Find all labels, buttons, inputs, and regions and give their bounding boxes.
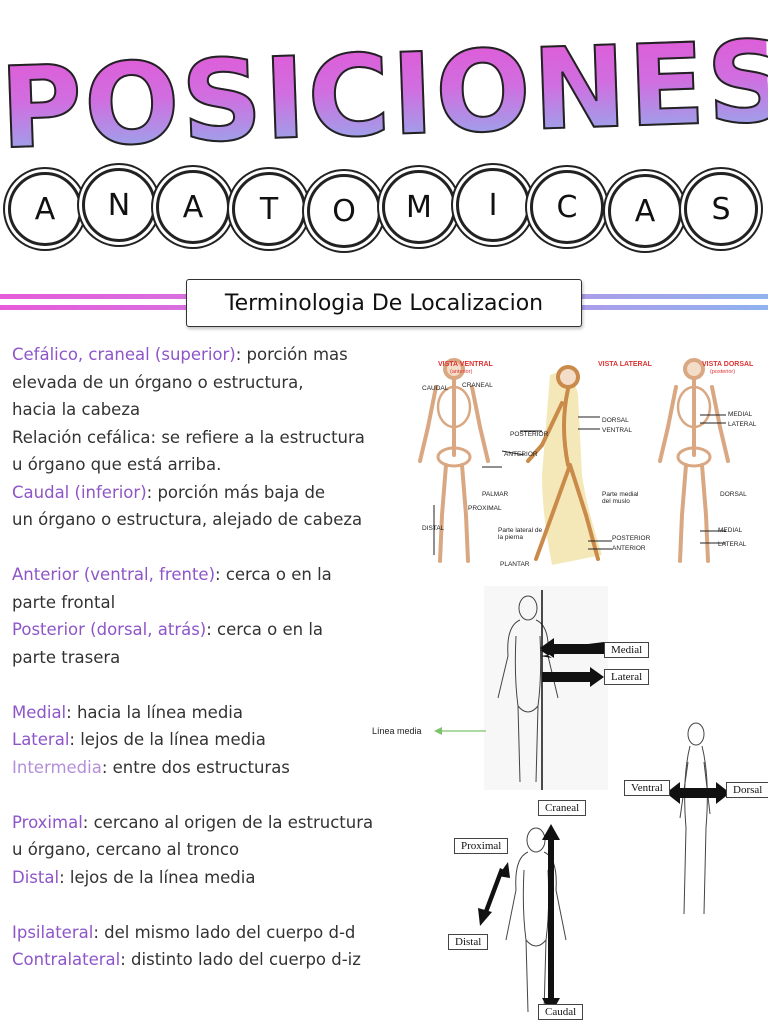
main-title: POSICIONES	[0, 16, 768, 175]
label-anterior-foot: ANTERIOR	[612, 545, 646, 552]
letter-circle: A	[156, 170, 230, 244]
term-contralateral: Contralateral	[12, 950, 121, 969]
term-ipsilateral: Ipsilateral	[12, 922, 94, 942]
letter-circle: S	[684, 172, 758, 246]
linea-media-arrow	[434, 727, 486, 735]
definition-medial: Medial: hacia la línea media	[12, 699, 412, 727]
desc: : lejos de la línea media	[69, 730, 266, 749]
ventral-dorsal-figure: Ventral Dorsal	[622, 718, 768, 918]
letter-circle: C	[530, 170, 604, 244]
label-proximal: PROXIMAL	[468, 505, 502, 512]
distal-box: Distal	[448, 934, 489, 950]
label-ventral: VENTRAL	[602, 427, 632, 434]
desc-line: u órgano que está arriba.	[12, 455, 222, 474]
term-lateral: Lateral	[12, 730, 70, 749]
label-lateral: LATERAL	[728, 421, 757, 428]
letter-circle: T	[232, 172, 306, 246]
label-parte-lateral: Parte lateral de la pierna	[498, 527, 543, 541]
desc: : entre dos estructuras	[101, 757, 290, 777]
label-plantar: PLANTAR	[500, 561, 530, 568]
vista-ventral-label: VISTA VENTRAL	[438, 361, 493, 368]
label-medial: MEDIAL	[728, 411, 753, 418]
medial-lateral-figure	[484, 586, 608, 790]
definition-distal: Distal: lejos de la línea media	[12, 864, 412, 892]
letter-circle: O	[307, 174, 381, 248]
caudal-box: Caudal	[538, 1004, 584, 1020]
label-lateral-foot: LATERAL	[718, 541, 747, 548]
letter-circle: N	[82, 168, 156, 242]
definition-lateral: Lateral: lejos de la línea media	[12, 726, 412, 754]
definition-anterior: Anterior (ventral, frente): cerca o en l…	[12, 561, 412, 589]
desc: : hacia la línea media	[66, 702, 243, 722]
term-proximal: Proximal	[12, 812, 83, 832]
desc-line: parte trasera	[12, 647, 121, 667]
skeleton-views-figure: VISTA VENTRAL (anterior) VISTA LATERAL V…	[402, 355, 768, 577]
label-dorsal: DORSAL	[602, 417, 629, 424]
desc: : del mismo lado del cuerpo d-d	[93, 922, 356, 942]
desc-line: elevada de un órgano o estructura,	[12, 372, 304, 392]
label-posterior-foot: POSTERIOR	[612, 535, 651, 542]
desc-line: parte frontal	[12, 592, 116, 612]
label-posterior: POSTERIOR	[510, 431, 549, 438]
desc-line: u órgano, cercano al tronco	[12, 840, 240, 859]
dorsal-box: Dorsal	[726, 782, 768, 798]
label-palmar: PALMAR	[482, 491, 509, 498]
label-craneal: CRANEAL	[462, 382, 493, 389]
letter-circle: M	[382, 170, 456, 244]
term-medial: Medial	[12, 702, 67, 722]
letter-circle: A	[608, 174, 682, 248]
definition-caudal: Caudal (inferior): porción más baja de	[12, 479, 412, 507]
term-posterior: Posterior (dorsal, atrás)	[12, 620, 207, 639]
desc-line: Relación cefálica: se refiere a la estru…	[12, 427, 365, 447]
medial-box: Medial	[604, 642, 650, 658]
vista-dorsal-label: VISTA DORSAL	[702, 361, 754, 368]
term-anterior: Anterior (ventral, frente)	[12, 565, 216, 584]
label-medial-foot: MEDIAL	[718, 527, 743, 534]
definition-intermedia: Intermedia: entre dos estructuras	[12, 754, 412, 782]
definitions: Cefálico, craneal (superior): porción ma…	[12, 341, 412, 974]
definition-posterior: Posterior (dorsal, atrás): cerca o en la	[12, 616, 412, 644]
vista-dorsal-sub: (posterior)	[710, 369, 736, 375]
subtitle-circles: A N A T O M I C A S	[0, 168, 768, 252]
body-outline-side	[666, 722, 730, 915]
term-cefalico: Cefálico, craneal (superior)	[12, 345, 236, 364]
term-intermedia: Intermedia	[12, 757, 102, 777]
desc-line: un órgano o estructura, alejado de cabez…	[12, 510, 363, 529]
letter-circle: I	[456, 168, 530, 242]
proximal-box: Proximal	[454, 838, 509, 854]
desc: : cerca o en la	[206, 620, 324, 639]
linea-media-label: Línea media	[372, 726, 422, 736]
label-caudal: CAUDAL	[422, 385, 449, 392]
desc: : porción más baja de	[146, 482, 326, 502]
section-title: Terminologia De Localizacion	[186, 279, 582, 327]
craneal-box: Craneal	[538, 800, 587, 816]
definition-cefalico: Cefálico, craneal (superior): porción ma…	[12, 341, 412, 369]
ventral-box: Ventral	[624, 780, 670, 796]
lateral-box: Lateral	[604, 669, 650, 685]
definition-proximal: Proximal: cercano al origen de la estruc…	[12, 809, 412, 837]
label-distal: DISTAL	[422, 525, 445, 532]
body-outline-front	[497, 590, 604, 790]
desc: : distinto lado del cuerpo d-iz	[120, 950, 361, 969]
label-dorsal-back: DORSAL	[720, 491, 747, 498]
skeleton-illustration	[418, 358, 730, 565]
vista-ventral-sub: (anterior)	[450, 369, 473, 375]
desc: : lejos de la línea media	[59, 867, 256, 887]
label-anterior: ANTERIOR	[504, 451, 538, 458]
desc-line: hacia la cabeza	[12, 400, 141, 419]
term-caudal: Caudal (inferior)	[12, 482, 147, 502]
term-distal: Distal	[12, 867, 60, 887]
body-outline-front-2	[478, 824, 567, 1014]
desc: : porción mas	[235, 345, 348, 364]
definition-contralateral: Contralateral: distinto lado del cuerpo …	[12, 946, 412, 974]
desc: : cercano al origen de la estructura	[82, 812, 374, 832]
definition-ipsilateral: Ipsilateral: del mismo lado del cuerpo d…	[12, 919, 412, 947]
craneal-caudal-figure: Craneal Proximal Distal Caudal	[442, 800, 602, 1024]
vista-lateral-label: VISTA LATERAL	[598, 361, 652, 368]
label-parte-medial: Parte medial del muslo	[602, 491, 639, 505]
desc: : cerca o en la	[215, 565, 332, 584]
letter-circle: A	[8, 172, 82, 246]
